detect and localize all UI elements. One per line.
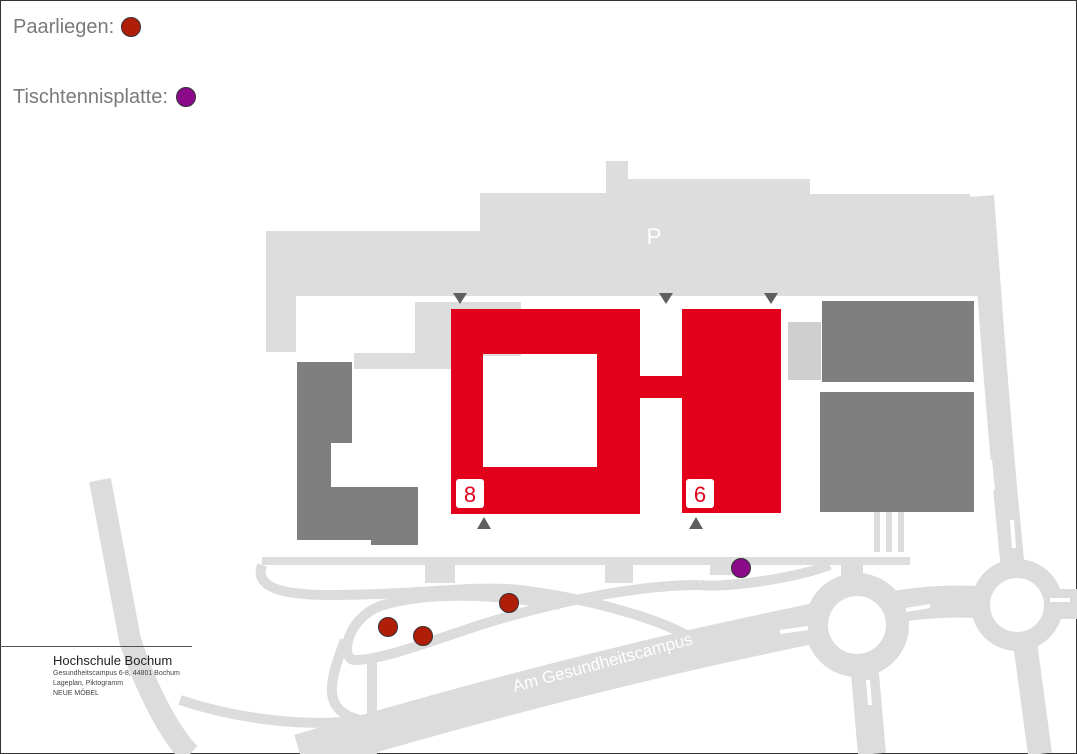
badge-8-box [456, 479, 484, 508]
paarliegen-markers [378, 593, 519, 646]
loop-path-a [255, 563, 704, 649]
lane-dash-2 [905, 604, 931, 612]
tischtennis-markers [731, 558, 751, 578]
roundabout-right-island [990, 578, 1044, 632]
building-bridge [640, 376, 684, 398]
legend-dot-paarliegen [121, 17, 141, 37]
building-east-lower [820, 392, 974, 512]
lane-dash-3 [1010, 519, 1016, 549]
footer-note: NEUE MÖBEL [53, 690, 99, 697]
paarliege-marker[interactable] [413, 626, 433, 646]
entrance-down-icon [453, 293, 467, 304]
loop-path-c [699, 560, 832, 591]
entrance-up-icon [689, 517, 703, 529]
entrance-up-icon [477, 517, 491, 529]
lane-dash-6 [988, 459, 995, 491]
walkway-stub-a [425, 557, 455, 583]
footer-divider [0, 646, 192, 647]
annex-block [788, 322, 821, 380]
parking-label: P [647, 224, 662, 249]
badge-8-label: 8 [464, 482, 476, 507]
footer-subtitle: Lageplan, Piktogramm [53, 680, 124, 687]
entrance-down-icon [764, 293, 778, 304]
highlight-buildings [451, 309, 781, 514]
walkway-stub-b [605, 557, 633, 583]
legend-label-tischtennis: Tischtennisplatte: [13, 86, 168, 108]
entrance-markers [453, 293, 778, 529]
lane-dash-1 [779, 626, 809, 634]
badge-6-box [686, 479, 714, 508]
entrance-down-icon [659, 293, 673, 304]
loop-path-d [326, 638, 523, 733]
left-diagonal-road [89, 477, 198, 754]
roundabout-left-island [828, 596, 886, 654]
walkway-stub-c [710, 557, 738, 575]
parking-area [266, 161, 982, 352]
building-badges: 8 6 [456, 479, 714, 508]
tischtennis-marker[interactable] [731, 558, 751, 578]
footer-title: Hochschule Bochum [53, 653, 173, 668]
footer: Hochschule Bochum Gesundheitscampus 6-8,… [53, 653, 180, 699]
stairs-a [874, 512, 880, 552]
building-east-upper [822, 301, 974, 382]
lane-dash-4 [866, 679, 872, 706]
other-buildings [297, 301, 974, 545]
front-walkway [262, 557, 910, 565]
legend-dot-tischtennis [176, 87, 196, 107]
paarliege-marker[interactable] [499, 593, 519, 613]
badge-6-label: 6 [694, 482, 706, 507]
footer-address: Gesundheitscampus 6-8, 44801 Bochum [53, 670, 180, 677]
paarliege-marker[interactable] [378, 617, 398, 637]
stairs-b [886, 512, 892, 552]
loop-path-f [178, 695, 346, 728]
legend-label-paarliegen: Paarliegen: [13, 16, 115, 38]
stairs-c [898, 512, 904, 552]
building-west [297, 362, 418, 545]
roundabouts [805, 559, 1063, 677]
loop-path-b [342, 580, 701, 666]
path-strip-b [354, 353, 452, 369]
lane-markings [779, 459, 1070, 706]
